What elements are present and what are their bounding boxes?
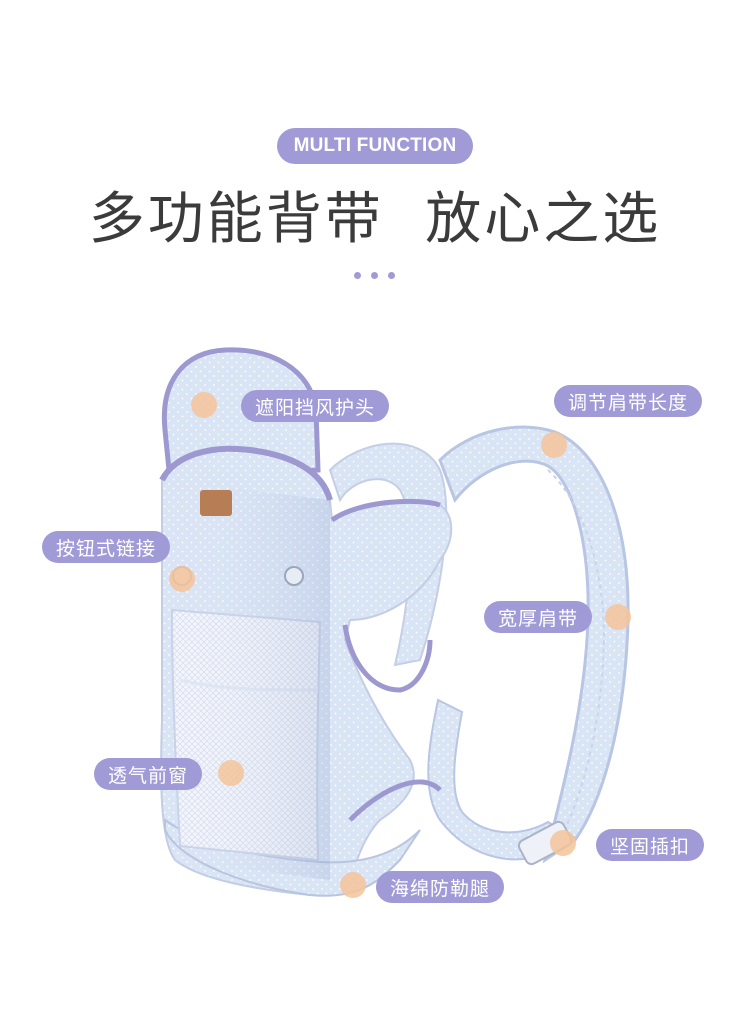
right-shoulder-strap bbox=[438, 425, 630, 864]
leg-sponge-marker bbox=[340, 872, 366, 898]
callout-button-link: 按钮式链接 bbox=[42, 531, 171, 563]
callout-leg-sponge: 海绵防勒腿 bbox=[376, 871, 505, 903]
callout-wide-strap: 宽厚肩带 bbox=[484, 601, 593, 633]
callout-mesh-window: 透气前窗 bbox=[94, 758, 203, 790]
button-link-marker bbox=[169, 566, 195, 592]
multi-function-badge: MULTI FUNCTION bbox=[277, 128, 473, 164]
decorative-dots bbox=[354, 272, 395, 279]
brand-label bbox=[200, 490, 232, 516]
dot bbox=[371, 272, 378, 279]
wide-strap-marker bbox=[605, 604, 631, 630]
headline: 多功能背带 放心之选 bbox=[88, 187, 662, 252]
dot bbox=[388, 272, 395, 279]
rear-shoulder-strap bbox=[328, 442, 448, 667]
strap-length-marker bbox=[541, 432, 567, 458]
buckle-marker bbox=[550, 830, 576, 856]
callout-sun-hood: 遮阳挡风护头 bbox=[241, 390, 390, 422]
callout-strap-length: 调节肩带长度 bbox=[554, 385, 703, 417]
sun-hood-marker bbox=[191, 392, 217, 418]
mesh-window-marker bbox=[218, 760, 244, 786]
snap-button bbox=[284, 566, 304, 586]
callout-buckle: 坚固插扣 bbox=[596, 829, 705, 861]
dot bbox=[354, 272, 361, 279]
